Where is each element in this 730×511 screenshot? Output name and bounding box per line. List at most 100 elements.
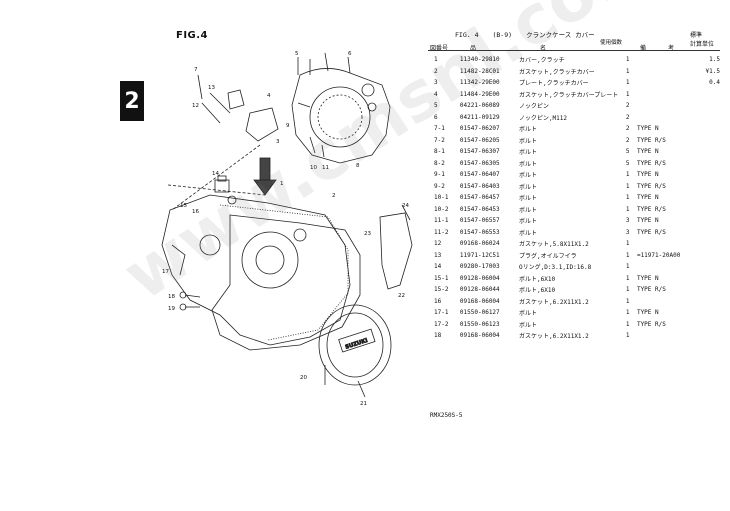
callout-number: 19 [168, 306, 175, 312]
part-description: ボルト [519, 126, 538, 134]
part-number: 01547-06457 [459, 194, 500, 202]
remarks: TYPE N [636, 309, 659, 317]
remarks: TYPE N [636, 274, 659, 282]
part-number: 04211-09129 [459, 113, 500, 121]
part-number: 01547-06553 [459, 228, 500, 236]
quantity: 1 [625, 263, 630, 271]
remarks: =11971-20A00 [636, 251, 681, 259]
callout-number: 4 [267, 93, 271, 99]
part-description: ガスケット,6.2X11X1.2 [519, 298, 589, 306]
callout-number: 9 [286, 123, 290, 129]
clutch-cover-dome [309, 86, 371, 148]
part-description: ボルト [519, 229, 538, 237]
price-unit [700, 250, 720, 262]
callout-number: 21 [360, 401, 367, 407]
callout-number: 12 [192, 103, 199, 109]
quantity: 3 [625, 228, 630, 236]
ref-number: 2 [434, 67, 438, 75]
callout-number: 1 [280, 181, 284, 187]
part-number: 09168-06004 [459, 332, 500, 340]
column-remarks-2: 考 [668, 45, 675, 52]
ref-number: 11-1 [434, 217, 449, 225]
price-unit [700, 319, 720, 331]
quantity: 1 [625, 56, 630, 64]
remarks: TYPE R/S [636, 205, 666, 213]
price-unit: 1.5 [709, 56, 720, 64]
callout-number: 2 [332, 193, 336, 199]
part-description: ボルト [519, 149, 538, 157]
part-description: ボルト [519, 310, 538, 318]
price-unit [700, 330, 720, 342]
callout-number: 17 [162, 269, 169, 275]
ref-number: 6 [434, 113, 438, 121]
column-name: 名 [540, 45, 547, 52]
price-unit [700, 238, 720, 250]
ref-number: 4 [434, 90, 438, 98]
price-unit [700, 273, 720, 285]
callout-number: 8 [356, 163, 360, 169]
price-unit [700, 135, 720, 147]
quantity: 1 [625, 286, 630, 294]
part-number: 01547-06403 [459, 182, 500, 190]
part-description: プラグ,オイルフイラ [519, 252, 577, 260]
price-unit [700, 123, 720, 135]
remarks [637, 54, 700, 66]
callout-number: 23 [364, 231, 371, 237]
remarks: TYPE N [636, 125, 659, 133]
quantity: 1 [625, 297, 630, 305]
part-description: ガスケット,クラッチカバー [519, 68, 595, 76]
crankcase-body [161, 194, 351, 346]
part-number: 01550-06123 [459, 320, 500, 328]
remarks: TYPE R/S [636, 320, 666, 328]
part-number: 09128-06044 [459, 286, 500, 294]
qty-header: 使用個数 [600, 40, 623, 46]
chapter-tab: 2 [120, 81, 144, 121]
price-unit: 0.4 [709, 79, 720, 87]
part-number: 09128-06004 [459, 274, 500, 282]
part-description: ボルト [519, 206, 538, 214]
part-description: ボルト,6X10 [519, 275, 556, 283]
price-unit [700, 112, 720, 124]
quantity: 3 [625, 217, 630, 225]
ref-number: 18 [434, 332, 442, 340]
quantity: 5 [625, 148, 630, 156]
ref-number: 7-1 [434, 125, 445, 133]
callout-number: 11 [322, 165, 329, 171]
part-number: 11340-29810 [459, 56, 500, 64]
ref-number: 14 [434, 263, 442, 271]
part-description: ガスケット,6.2X11X1.2 [519, 333, 589, 341]
remarks: TYPE N [636, 194, 659, 202]
quantity: 2 [625, 136, 630, 144]
ref-number: 17-1 [434, 309, 449, 317]
remarks: TYPE R/S [636, 182, 666, 190]
ref-number: 10-2 [434, 205, 449, 213]
ref-number: 3 [434, 79, 438, 87]
part-number: 01550-06127 [459, 309, 500, 317]
part-description: ノックピン [519, 103, 549, 111]
header-rule [428, 50, 720, 51]
remarks: TYPE R/S [636, 136, 666, 144]
part-description: Oリング,D:3.1,ID:16.8 [519, 264, 592, 272]
remarks: TYPE N [636, 148, 659, 156]
part-number: 01547-06305 [459, 159, 500, 167]
side-cover [318, 304, 392, 386]
remarks: TYPE R/S [636, 286, 666, 294]
ref-number: 15-1 [434, 274, 449, 282]
ref-number: 16 [434, 297, 442, 305]
remarks [637, 66, 700, 78]
ref-number: 12 [434, 240, 442, 248]
ref-number: 15-2 [434, 286, 449, 294]
quantity: 1 [625, 67, 630, 75]
part-description: ボルト [519, 160, 538, 168]
part-number: 01547-06453 [459, 205, 500, 213]
